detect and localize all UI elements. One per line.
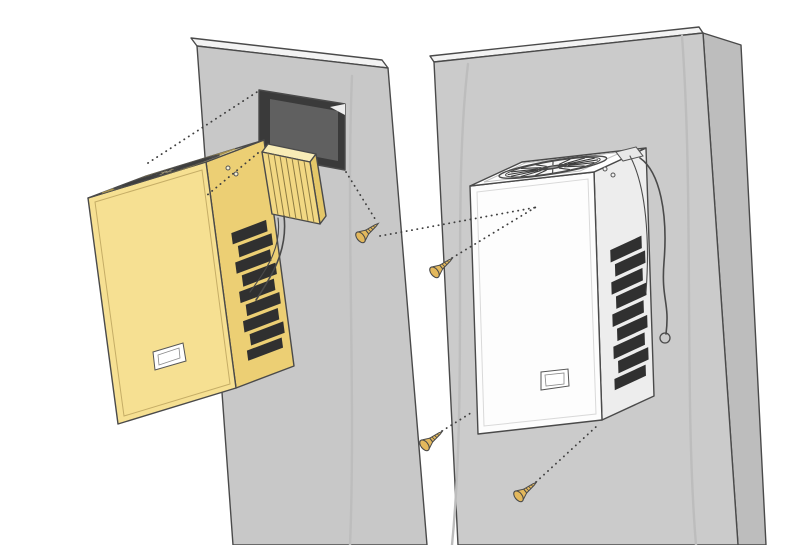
alignment-dotted-line: [535, 424, 599, 483]
unit-yellow-fitting-1: [225, 165, 231, 171]
right-wall-crease-left: [450, 62, 470, 545]
duct-opening-inner: [270, 99, 338, 161]
alignment-dotted-line: [451, 206, 537, 259]
duct-fins: [267, 152, 315, 224]
unit-white-wire-2: [629, 155, 648, 293]
alignment-dotted-line: [441, 410, 475, 432]
alignment-dotted-line: [345, 171, 378, 223]
wall-mounted-unit: [469, 146, 671, 435]
through-wall-unit: [88, 140, 327, 425]
alignment-dotted-line: [205, 152, 259, 197]
unit-white-nameplate: [540, 368, 570, 391]
unit-yellow-front-seam: [94, 169, 231, 417]
unit-white-front-panel: [469, 171, 603, 435]
unit-white-nameplate-inner: [544, 372, 565, 387]
alignment-dotted-line: [147, 91, 258, 164]
unit-white-wire-loop: [659, 332, 671, 344]
unit-white-fitting-2: [610, 172, 616, 178]
unit-yellow-wire-2: [249, 217, 280, 293]
unit-yellow-fitting-2: [233, 171, 239, 177]
duct-opening-highlight-top: [330, 104, 345, 115]
unit-yellow-nameplate-inner: [157, 347, 181, 366]
unit-white-fitting-1: [602, 166, 608, 172]
unit-white-wire-1: [639, 157, 668, 335]
unit-yellow-duct: [261, 143, 327, 225]
alignment-lines: [147, 91, 599, 483]
left-wall-crease: [348, 74, 354, 545]
unit-yellow-wire-1: [255, 215, 286, 301]
unit-yellow-nameplate: [152, 342, 187, 371]
unit-white-front-seam: [476, 178, 597, 427]
alignment-dotted-line: [379, 206, 539, 237]
right-wall-crease-right: [680, 34, 698, 545]
unit-white-terminal-box: [615, 146, 644, 162]
